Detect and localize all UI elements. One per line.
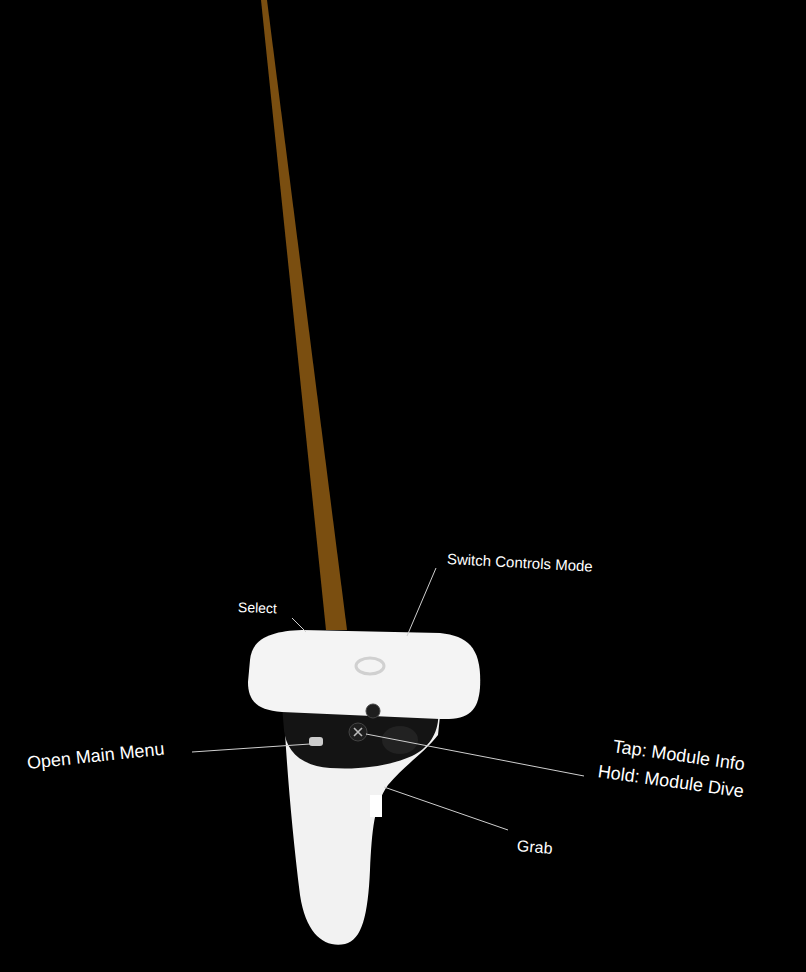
- leader-line: [192, 744, 310, 752]
- part-label: Open Main Menu: [26, 740, 165, 772]
- tracking-ring: [248, 630, 480, 719]
- leader-line: [366, 734, 584, 776]
- pointer-ray: [261, 0, 347, 630]
- part-label: Select: [238, 600, 277, 615]
- leader-line: [384, 787, 508, 830]
- menu-button: [309, 737, 323, 746]
- thumb-rest: [382, 726, 418, 754]
- oculus-logo: [356, 658, 384, 674]
- y-button: [366, 704, 380, 718]
- leader-line: [292, 618, 306, 632]
- x-button: [349, 723, 367, 741]
- part-label: Switch Controls Mode: [447, 551, 593, 574]
- leader-lines: [192, 568, 584, 830]
- part-label: Grab: [516, 838, 553, 857]
- leader-line: [407, 568, 436, 636]
- grip-button: [370, 795, 382, 817]
- x-mark: [354, 728, 362, 736]
